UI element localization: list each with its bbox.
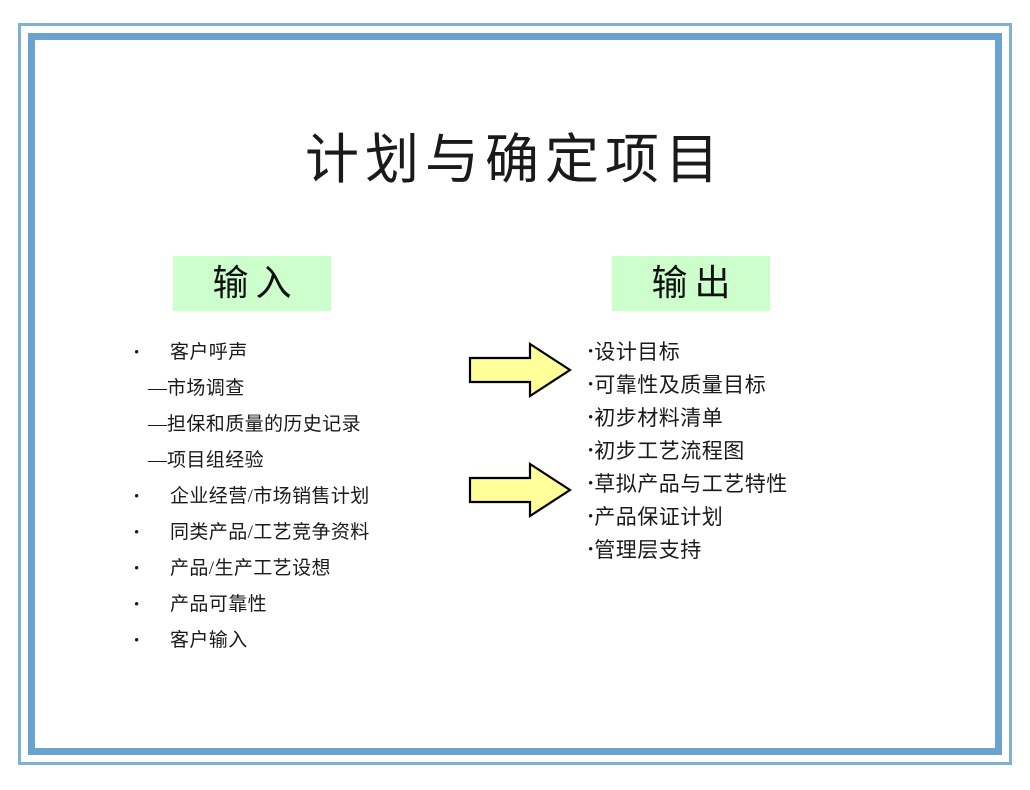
slide-frame-hairline (35, 40, 995, 748)
list-item: •可靠性及质量目标 (588, 369, 888, 402)
bullet-marker-icon: • (134, 597, 140, 613)
bullet-marker-icon: • (588, 476, 594, 492)
list-item: • 客户呼声 (130, 335, 460, 371)
bullet-marker-icon: • (588, 377, 594, 393)
list-item-label: 项目组经验 (167, 450, 265, 471)
list-item: • 产品/生产工艺设想 (130, 551, 460, 587)
list-item-label: 初步工艺流程图 (594, 439, 745, 463)
bullet-marker-icon: • (134, 525, 140, 541)
bullet-marker-icon: • (588, 443, 594, 459)
bullet-marker-icon: • (588, 410, 594, 426)
input-list: •客户呼声—市场调查—担保和质量的历史记录—项目组经验•企业经营/市场销售计划•… (130, 335, 460, 659)
list-item-label: 草拟产品与工艺特性 (594, 472, 788, 496)
list-item-label: 产品可靠性 (170, 594, 268, 615)
list-item-label: 同类产品/工艺竞争资料 (170, 522, 370, 543)
list-item: •初步工艺流程图 (588, 435, 888, 468)
bullet-marker-icon: • (588, 509, 594, 525)
list-item-label: 可靠性及质量目标 (594, 373, 767, 397)
output-list: •设计目标•可靠性及质量目标•初步材料清单•初步工艺流程图•草拟产品与工艺特性•… (588, 336, 888, 567)
list-item: —担保和质量的历史记录 (130, 407, 460, 443)
slide-frame-inner (28, 33, 1002, 755)
list-item: • 客户输入 (130, 623, 460, 659)
bullet-marker-icon: • (134, 561, 140, 577)
list-item: •草拟产品与工艺特性 (588, 468, 888, 501)
list-item: • 产品可靠性 (130, 587, 460, 623)
list-item-label: 产品/生产工艺设想 (170, 558, 331, 579)
dash-marker-icon: — (148, 414, 167, 435)
list-item-label: 产品保证计划 (594, 505, 724, 529)
dash-marker-icon: — (148, 378, 167, 399)
list-item-label: 企业经营/市场销售计划 (170, 486, 370, 507)
input-header-chip: 输入 (173, 256, 331, 311)
list-item: • 同类产品/工艺竞争资料 (130, 515, 460, 551)
bullet-marker-icon: • (134, 633, 140, 649)
list-item: •设计目标 (588, 336, 888, 369)
list-item: •初步材料清单 (588, 402, 888, 435)
list-item: • 企业经营/市场销售计划 (130, 479, 460, 515)
bullet-marker-icon: • (588, 542, 594, 558)
list-item-label: 市场调查 (167, 378, 245, 399)
list-item-label: 客户呼声 (170, 342, 248, 363)
list-item-label: 管理层支持 (594, 538, 702, 562)
output-header-chip: 输出 (612, 256, 770, 311)
dash-marker-icon: — (148, 450, 167, 471)
bullet-marker-icon: • (134, 489, 140, 505)
slide-frame-outer (18, 23, 1012, 765)
bullet-marker-icon: • (134, 345, 140, 361)
list-item-label: 初步材料清单 (594, 406, 724, 430)
bullet-marker-icon: • (588, 344, 594, 360)
list-item: •管理层支持 (588, 534, 888, 567)
page-title: 计划与确定项目 (305, 130, 725, 190)
flow-arrow-icon (468, 461, 572, 519)
list-item-label: 客户输入 (170, 630, 248, 651)
flow-arrow-icon (468, 341, 572, 399)
list-item-label: 设计目标 (594, 340, 681, 364)
list-item: —市场调查 (130, 371, 460, 407)
list-item: •产品保证计划 (588, 501, 888, 534)
list-item: —项目组经验 (130, 443, 460, 479)
list-item-label: 担保和质量的历史记录 (167, 414, 362, 435)
